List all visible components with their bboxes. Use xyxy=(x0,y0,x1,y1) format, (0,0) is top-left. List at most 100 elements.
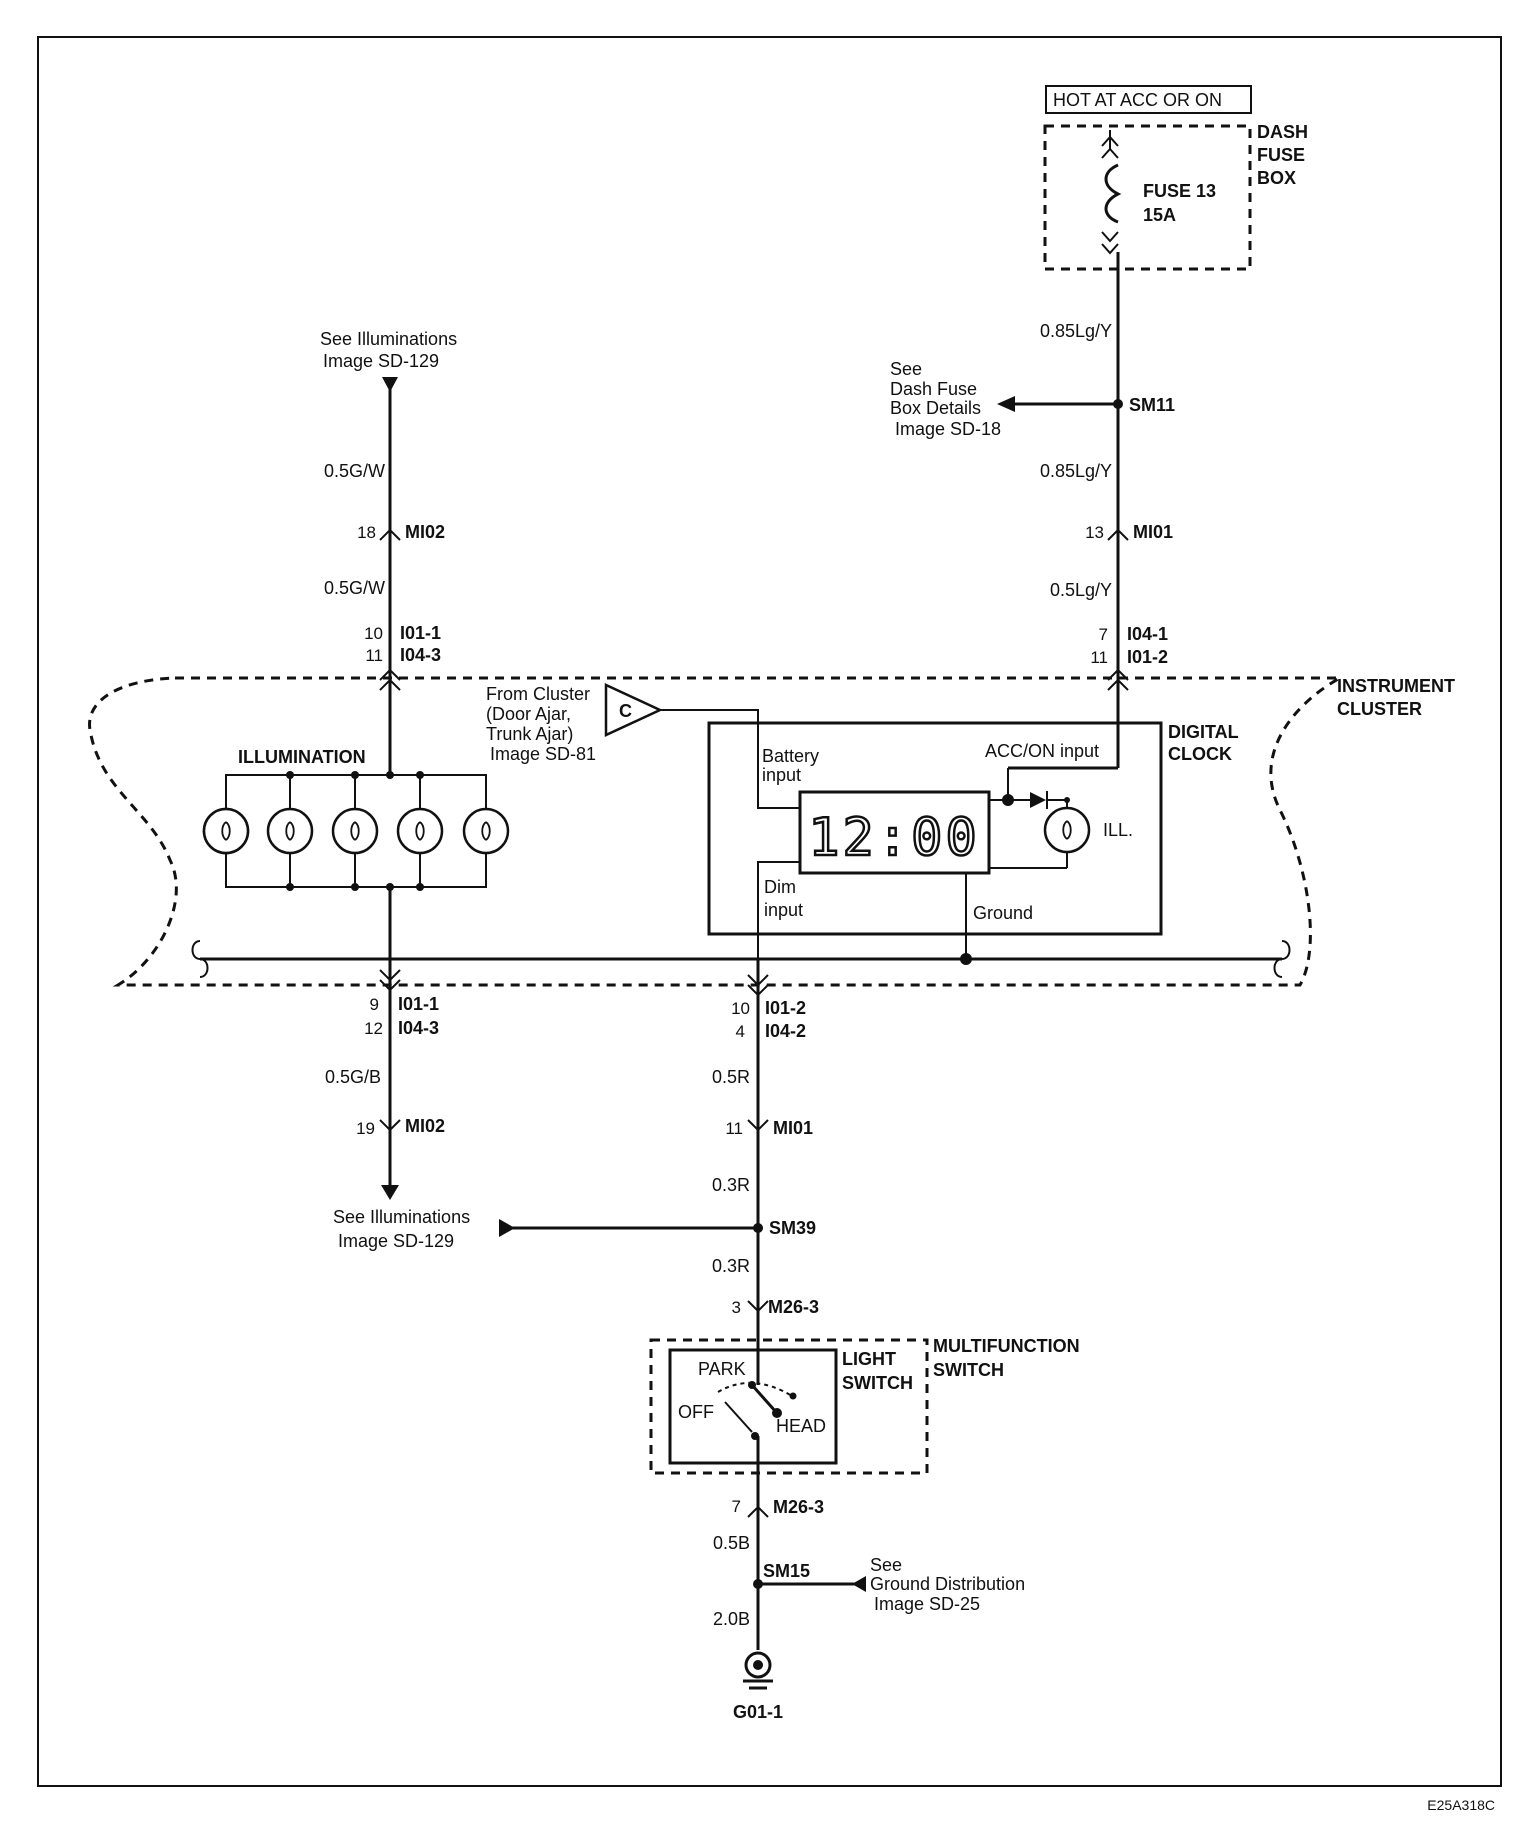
connector-i01-2-top: I01-2 xyxy=(1127,647,1168,667)
lamp-3-icon xyxy=(331,775,379,887)
lamp-4-icon xyxy=(396,775,444,887)
fuse-box-line-3: BOX xyxy=(1257,168,1296,188)
connector-i01-2-bot-symbol xyxy=(747,974,769,997)
connector-mi02-top: MI02 xyxy=(405,522,445,542)
connector-i04-2-bot: I04-2 xyxy=(765,1021,806,1041)
ref-ground-dist-2: Ground Distribution xyxy=(870,1574,1025,1594)
clock-ill-lamp-icon xyxy=(1043,806,1091,854)
cluster-title-1: INSTRUMENT xyxy=(1337,676,1455,696)
connector-m26-3-b-pin: 7 xyxy=(732,1497,741,1516)
battery-input-2: input xyxy=(762,765,801,785)
connector-i04-3-top-pin: 11 xyxy=(365,646,383,665)
connector-m26-3-b: M26-3 xyxy=(773,1497,824,1517)
ref-fuse-details-3: Box Details xyxy=(890,398,981,418)
switch-head: HEAD xyxy=(776,1416,826,1436)
connector-i01-2-bot: I01-2 xyxy=(765,998,806,1018)
connector-i04-3-top: I04-3 xyxy=(400,645,441,665)
ref-ground-dist-1: See xyxy=(870,1555,902,1575)
illum-bottom-ref-arrow xyxy=(499,1219,515,1237)
cluster-connector-c-icon xyxy=(604,683,663,737)
hot-at-label: HOT AT ACC OR ON xyxy=(1053,90,1222,110)
hot-at-label-box xyxy=(1045,85,1252,114)
connector-m26-3-a-pin: 3 xyxy=(732,1298,741,1317)
ref-fuse-details-4: Image SD-18 xyxy=(895,419,1001,439)
ref-illum-top-2: Image SD-129 xyxy=(323,351,439,371)
lamp-2-icon xyxy=(266,775,314,887)
cluster-title-2: CLUSTER xyxy=(1337,699,1422,719)
ref-illum-bottom-2: Image SD-129 xyxy=(338,1231,454,1251)
connector-i01-1-top-pin: 10 xyxy=(364,624,383,643)
connector-i01-1-bot-pin: 9 xyxy=(370,995,379,1014)
ref-fuse-details-2: Dash Fuse xyxy=(890,379,977,399)
connector-i04-3-bot-pin: 12 xyxy=(364,1019,383,1038)
clock-display-digits: 12:00 xyxy=(808,808,980,868)
wire-05b: 0.5B xyxy=(713,1533,750,1553)
light-switch-label-1: LIGHT xyxy=(842,1349,896,1369)
clock-ground-label: Ground xyxy=(973,903,1033,923)
light-switch-label-2: SWITCH xyxy=(842,1373,913,1393)
lamp-5-icon xyxy=(462,775,510,887)
wire-03r-upper: 0.3R xyxy=(712,1175,750,1195)
fuse-13-label: FUSE 13 xyxy=(1143,181,1216,201)
connector-m26-3-a: M26-3 xyxy=(768,1297,819,1317)
clock-title-2: CLOCK xyxy=(1168,744,1232,764)
dim-input-1: Dim xyxy=(764,877,796,897)
switch-off: OFF xyxy=(678,1402,714,1422)
connector-mi02-bot-symbol xyxy=(379,1119,401,1132)
wire-05gb: 0.5G/B xyxy=(325,1067,381,1087)
connector-i01-2-bot-pin: 10 xyxy=(731,999,750,1018)
splice-sm39: SM39 xyxy=(769,1218,816,1238)
fuse-box-line-2: FUSE xyxy=(1257,145,1305,165)
switch-park: PARK xyxy=(698,1359,746,1379)
connector-mi01-top-symbol xyxy=(1107,528,1129,541)
ground-icon xyxy=(743,1651,773,1690)
connector-mi01-top-pin: 13 xyxy=(1085,523,1104,542)
figure-id: E25A318C xyxy=(1427,1797,1495,1813)
fuse-details-arrow xyxy=(997,396,1015,412)
multifunction-switch-box xyxy=(649,1338,929,1475)
ground-g01-1: G01-1 xyxy=(733,1702,783,1722)
connector-i04-2-bot-pin: 4 xyxy=(736,1022,745,1041)
connector-mi02-top-symbol xyxy=(379,528,401,541)
digital-clock-box xyxy=(707,721,1163,936)
acc-on-input: ACC/ON input xyxy=(985,741,1099,761)
connector-mi01-bot-symbol xyxy=(747,1119,769,1132)
connector-mi02-top-pin: 18 xyxy=(357,523,376,542)
connector-m26-3-a-symbol xyxy=(747,1300,769,1313)
clock-ill-label: ILL. xyxy=(1103,820,1133,840)
light-switch-contacts-icon xyxy=(717,1355,797,1440)
ref-from-cluster-3: Trunk Ajar) xyxy=(486,724,573,744)
cluster-connector-c: C xyxy=(619,701,632,721)
wire-05gw-lower: 0.5G/W xyxy=(324,578,385,598)
wire-05r: 0.5R xyxy=(712,1067,750,1087)
cluster-ground-dot xyxy=(960,953,972,965)
splice-sm11: SM11 xyxy=(1129,395,1175,415)
multifunction-label-1: MULTIFUNCTION xyxy=(933,1336,1080,1356)
ref-from-cluster-2: (Door Ajar, xyxy=(486,704,571,724)
connector-mi01-bot-pin: 11 xyxy=(725,1119,743,1138)
connector-i01-1-bot-symbol xyxy=(379,969,401,992)
multifunction-label-2: SWITCH xyxy=(933,1360,1004,1380)
clock-title-1: DIGITAL xyxy=(1168,722,1239,742)
connector-i04-1: I04-1 xyxy=(1127,624,1168,644)
ref-from-cluster-4: Image SD-81 xyxy=(490,744,596,764)
illum-top-arrow xyxy=(382,377,398,392)
wire-085lgy-lower: 0.85Lg/Y xyxy=(1040,461,1112,481)
wire-05lgy: 0.5Lg/Y xyxy=(1050,580,1112,600)
dash-fuse-box xyxy=(1043,124,1252,271)
light-switch-box xyxy=(668,1348,838,1465)
ref-fuse-details-1: See xyxy=(890,359,922,379)
fuse-13-symbol xyxy=(1101,130,1122,255)
ref-from-cluster-1: From Cluster xyxy=(486,684,590,704)
ref-illum-bottom-1: See Illuminations xyxy=(333,1207,470,1227)
connector-i04-3-bot: I04-3 xyxy=(398,1018,439,1038)
connector-i01-1-top: I01-1 xyxy=(400,623,441,643)
connector-i01-2-top-pin: 11 xyxy=(1090,648,1108,667)
connector-m26-3-b-symbol xyxy=(747,1505,769,1518)
wire-085lgy-upper: 0.85Lg/Y xyxy=(1040,321,1112,341)
connector-mi01-bot: MI01 xyxy=(773,1118,813,1138)
connector-mi01-top: MI01 xyxy=(1133,522,1173,542)
connector-i04-1-pin: 7 xyxy=(1099,625,1108,644)
connector-i01-1-bot: I01-1 xyxy=(398,994,439,1014)
